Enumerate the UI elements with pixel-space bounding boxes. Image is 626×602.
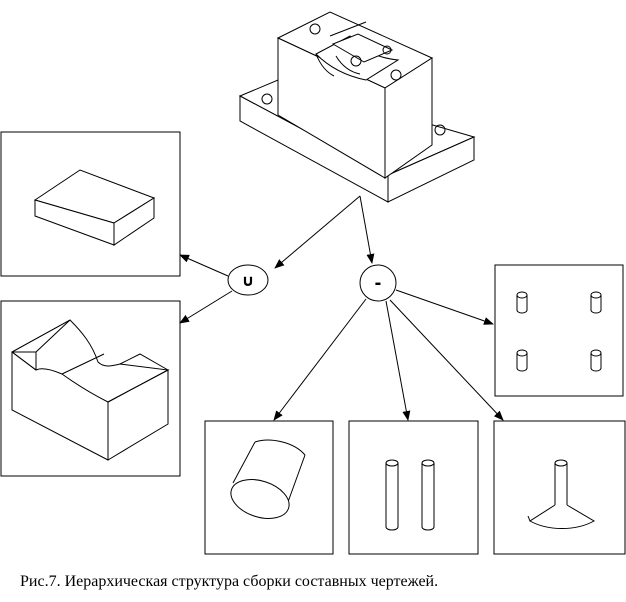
plate-primitive	[33, 169, 156, 246]
saddle-block-primitive-frame	[0, 300, 181, 477]
arrow-to-subtract	[359, 195, 375, 264]
four-pins-primitive	[516, 291, 602, 372]
two-rods-primitive-frame	[348, 420, 479, 555]
saddle-block-primitive	[11, 319, 170, 461]
two-rods-primitive	[385, 459, 435, 531]
arrow-subtract-to-pins	[395, 289, 494, 325]
cylinder-primitive	[230, 439, 306, 519]
plate-primitive-frame	[0, 131, 181, 277]
arrow-union-to-plate	[179, 254, 229, 277]
arrow-subtract-to-rods	[385, 300, 411, 421]
arrow-to-union	[274, 195, 361, 269]
union-operator-node: ∪	[227, 264, 269, 296]
arrow-union-to-saddle	[179, 290, 233, 324]
connector-arrows	[179, 195, 504, 421]
subtract-symbol: -	[375, 272, 382, 294]
assembled-bracket-part	[238, 11, 476, 203]
arrow-subtract-to-cylinder	[273, 298, 367, 421]
cylinder-primitive-frame	[204, 420, 334, 555]
union-symbol: ∪	[242, 273, 255, 290]
subtract-operator-node: -	[359, 264, 397, 302]
four-pins-primitive-frame	[494, 264, 624, 397]
stem-primitive-frame	[493, 420, 626, 555]
arrow-subtract-to-stem	[389, 299, 504, 421]
figure-caption: Рис.7. Иерархическая структура сборки со…	[20, 573, 439, 590]
stem-primitive	[527, 459, 596, 529]
